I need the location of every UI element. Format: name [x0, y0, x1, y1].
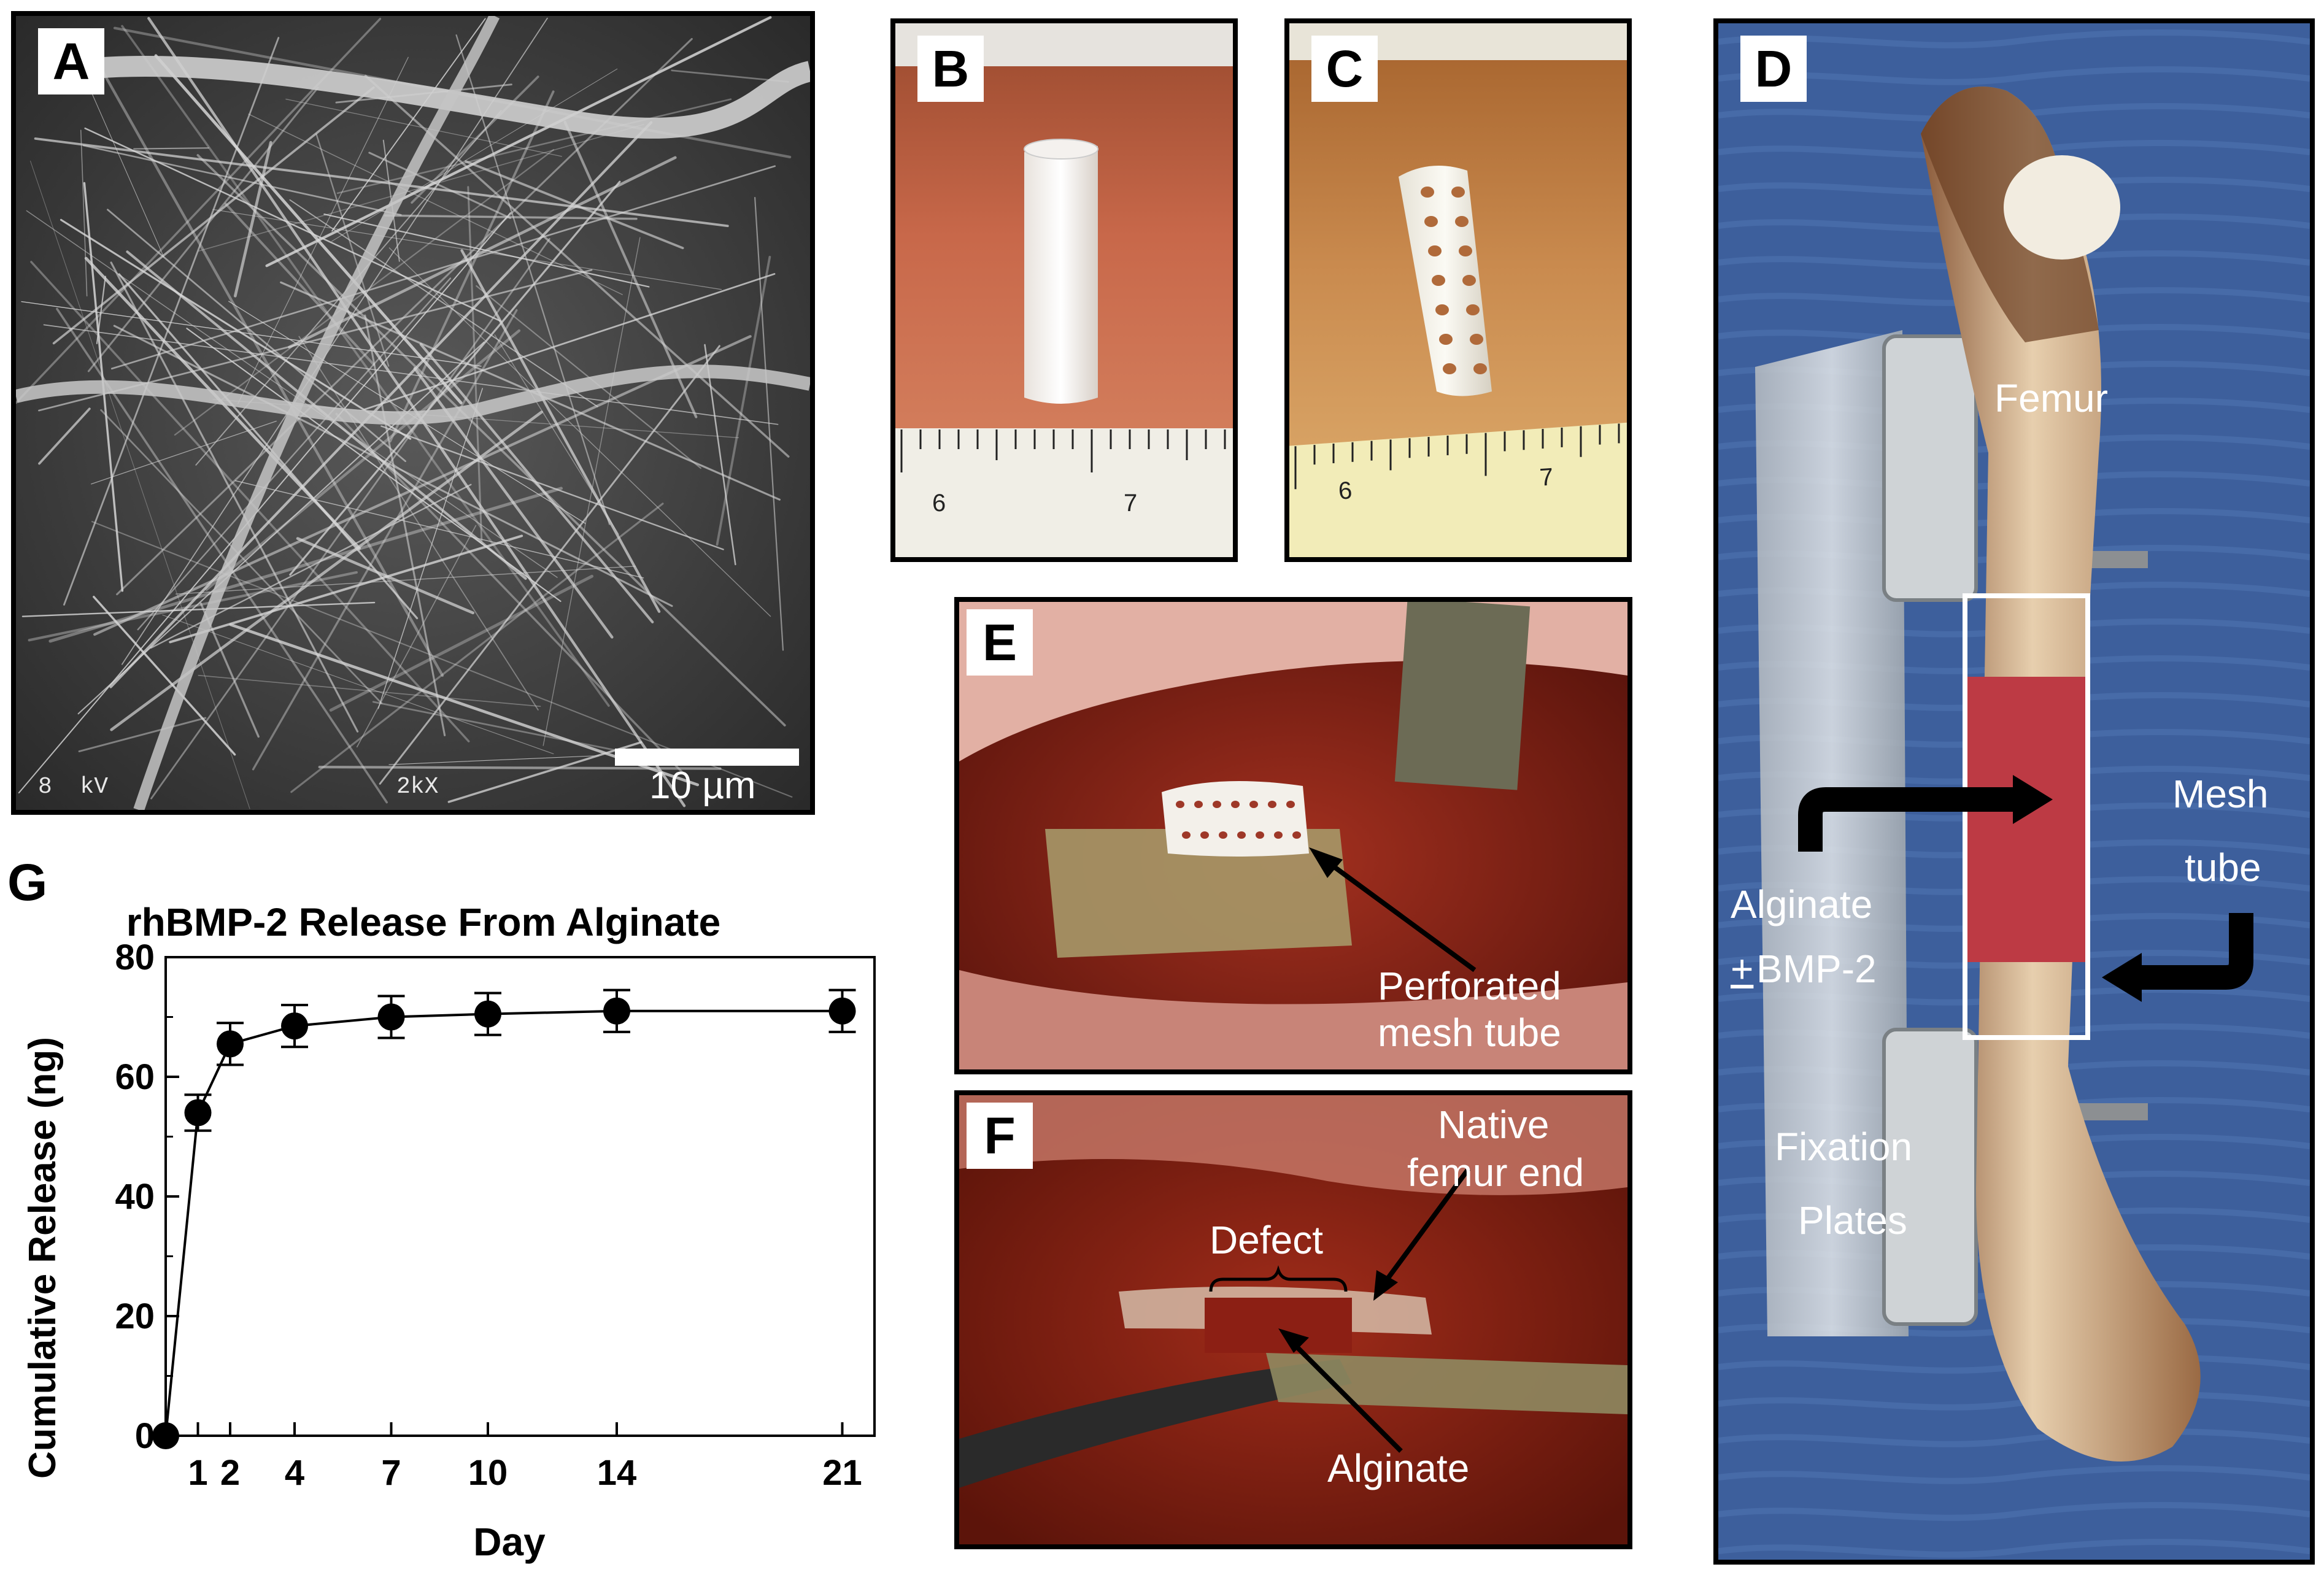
x-tick-label: 10	[468, 1453, 508, 1493]
native-label: Native	[1438, 1103, 1550, 1147]
chart-title: rhBMP-2 Release From Alginate	[126, 900, 721, 944]
perforated-label: Perforated	[1378, 964, 1561, 1008]
alginate-label: Alginate	[1327, 1446, 1470, 1490]
data-point	[281, 1012, 308, 1040]
panel-label-e: E	[967, 609, 1033, 676]
femur-end-label: femur end	[1407, 1150, 1585, 1195]
y-tick-label: 80	[115, 938, 155, 977]
scale-bar-label: 10 µm	[649, 765, 756, 807]
surgical-photo-defect	[959, 1095, 1627, 1544]
x-axis-label: Day	[473, 1520, 546, 1564]
data-point	[217, 1030, 244, 1058]
x-tick-label: 14	[597, 1453, 637, 1493]
data-point	[828, 997, 856, 1025]
panel-label-a: A	[38, 28, 104, 94]
y-axis-label: Cumulative Release (ng)	[21, 1037, 64, 1479]
panel-label-g: G	[7, 853, 48, 911]
defect-label: Defect	[1210, 1218, 1323, 1262]
mesh-tube-label: mesh tube	[1378, 1011, 1561, 1055]
scale-bar	[615, 749, 799, 766]
panel-label-c: C	[1311, 36, 1378, 102]
sem-fiber-image	[16, 16, 810, 810]
surgical-photo-mesh-tube	[959, 602, 1627, 1069]
panel-label-d: D	[1740, 36, 1807, 102]
data-point	[184, 1099, 212, 1127]
y-tick-label: 60	[115, 1057, 155, 1097]
y-tick-label: 20	[115, 1296, 155, 1336]
ruler-label-7: 7	[1124, 490, 1138, 517]
panel-d: D Femur Mesh tube Alginate + BMP-2 Fixat…	[1713, 18, 2315, 1565]
bmp-plusminus: +	[1731, 947, 1754, 991]
perforated-tube-photo	[1289, 23, 1627, 557]
y-tick-label: 40	[115, 1177, 155, 1217]
panel-a: A 8 kV 2kX 10 µm	[11, 11, 815, 815]
alginate-block	[1967, 677, 2085, 962]
ruler-label-6: 6	[1337, 477, 1353, 505]
x-tick-label: 21	[822, 1453, 862, 1493]
sem-magnification-text: 2kX	[396, 774, 439, 800]
panel-c: C 6 7	[1284, 18, 1632, 562]
x-tick-label: 4	[285, 1453, 304, 1493]
x-tick-label: 2	[220, 1453, 240, 1493]
panel-e: E Perforated mesh tube	[954, 597, 1632, 1074]
panel-g: G rhBMP-2 Release From Alginate Cumulati…	[0, 841, 908, 1577]
panel-label-f: F	[967, 1103, 1033, 1169]
data-point	[152, 1422, 179, 1449]
x-tick-label: 1	[188, 1453, 207, 1493]
tube-label: tube	[2185, 845, 2261, 890]
femur-photo	[1718, 23, 2310, 1560]
solid-tube-photo	[895, 23, 1233, 557]
series-line	[164, 1009, 843, 1436]
y-tick-label: 0	[135, 1416, 155, 1456]
alginate-label: Alginate	[1731, 882, 1873, 926]
femur-label: Femur	[1994, 376, 2108, 420]
panel-label-b: B	[917, 36, 984, 102]
bmp-label: BMP-2	[1756, 947, 1877, 991]
release-chart: rhBMP-2 Release From Alginate Cumulative…	[21, 900, 876, 1564]
ruler-label-6: 6	[932, 490, 946, 517]
data-point	[377, 1003, 405, 1031]
panel-f: F Native femur end Defect Alginate	[954, 1090, 1632, 1549]
x-tick-label: 7	[381, 1453, 401, 1493]
data-point	[474, 1000, 501, 1028]
mesh-label: Mesh	[2172, 772, 2269, 816]
plot-frame	[164, 956, 876, 1437]
ruler-label-7: 7	[1538, 463, 1554, 491]
data-point	[603, 997, 630, 1025]
panel-b: B 6 7	[890, 18, 1238, 562]
plates-label: Plates	[1798, 1198, 1907, 1242]
fixation-label: Fixation	[1775, 1125, 1913, 1169]
sem-voltage-text: 8 kV	[38, 774, 109, 800]
